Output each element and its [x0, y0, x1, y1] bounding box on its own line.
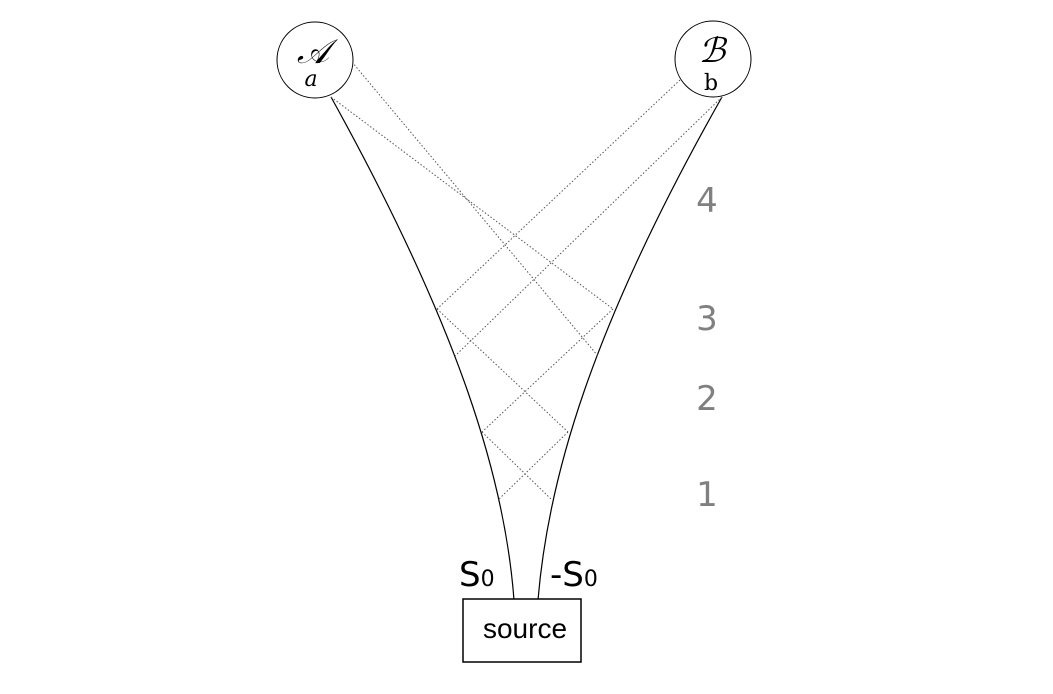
node-a-circle: [276, 21, 354, 99]
node-b-symbol: ℬ: [699, 31, 728, 71]
level-label-4: 4: [696, 181, 718, 221]
dotted-line: [330, 96, 614, 310]
node-b-sub: b: [704, 71, 718, 96]
setting-neg-s0-main: -S: [550, 555, 584, 595]
dotted-line: [497, 431, 569, 501]
level-label-1: 1: [696, 475, 718, 515]
node-b-circle: [674, 20, 752, 98]
dotted-line: [481, 308, 614, 433]
source-rect: [462, 598, 582, 663]
setting-s0-main: S: [459, 555, 481, 595]
dotted-line: [436, 79, 681, 310]
setting-neg-s0-sub: 0: [584, 567, 598, 592]
dotted-line: [351, 61, 599, 357]
setting-neg-s0-label: -S0: [550, 555, 598, 595]
node-b: ℬ b: [674, 20, 752, 98]
right-main-path: [537, 96, 723, 601]
source-label: source: [483, 613, 567, 644]
setting-s0-sub: 0: [481, 567, 495, 592]
setting-s0-label: S0: [459, 555, 495, 595]
node-a-sub: a: [304, 67, 317, 92]
level-label-3: 3: [696, 299, 718, 339]
dotted-line: [454, 96, 723, 357]
dotted-line: [436, 308, 569, 433]
dotted-crossings: [330, 61, 723, 501]
level-label-2: 2: [696, 379, 718, 419]
dotted-line: [481, 431, 553, 501]
left-main-path: [330, 96, 515, 601]
node-a: 𝒜 a: [276, 21, 354, 99]
source-box: source: [462, 598, 582, 663]
